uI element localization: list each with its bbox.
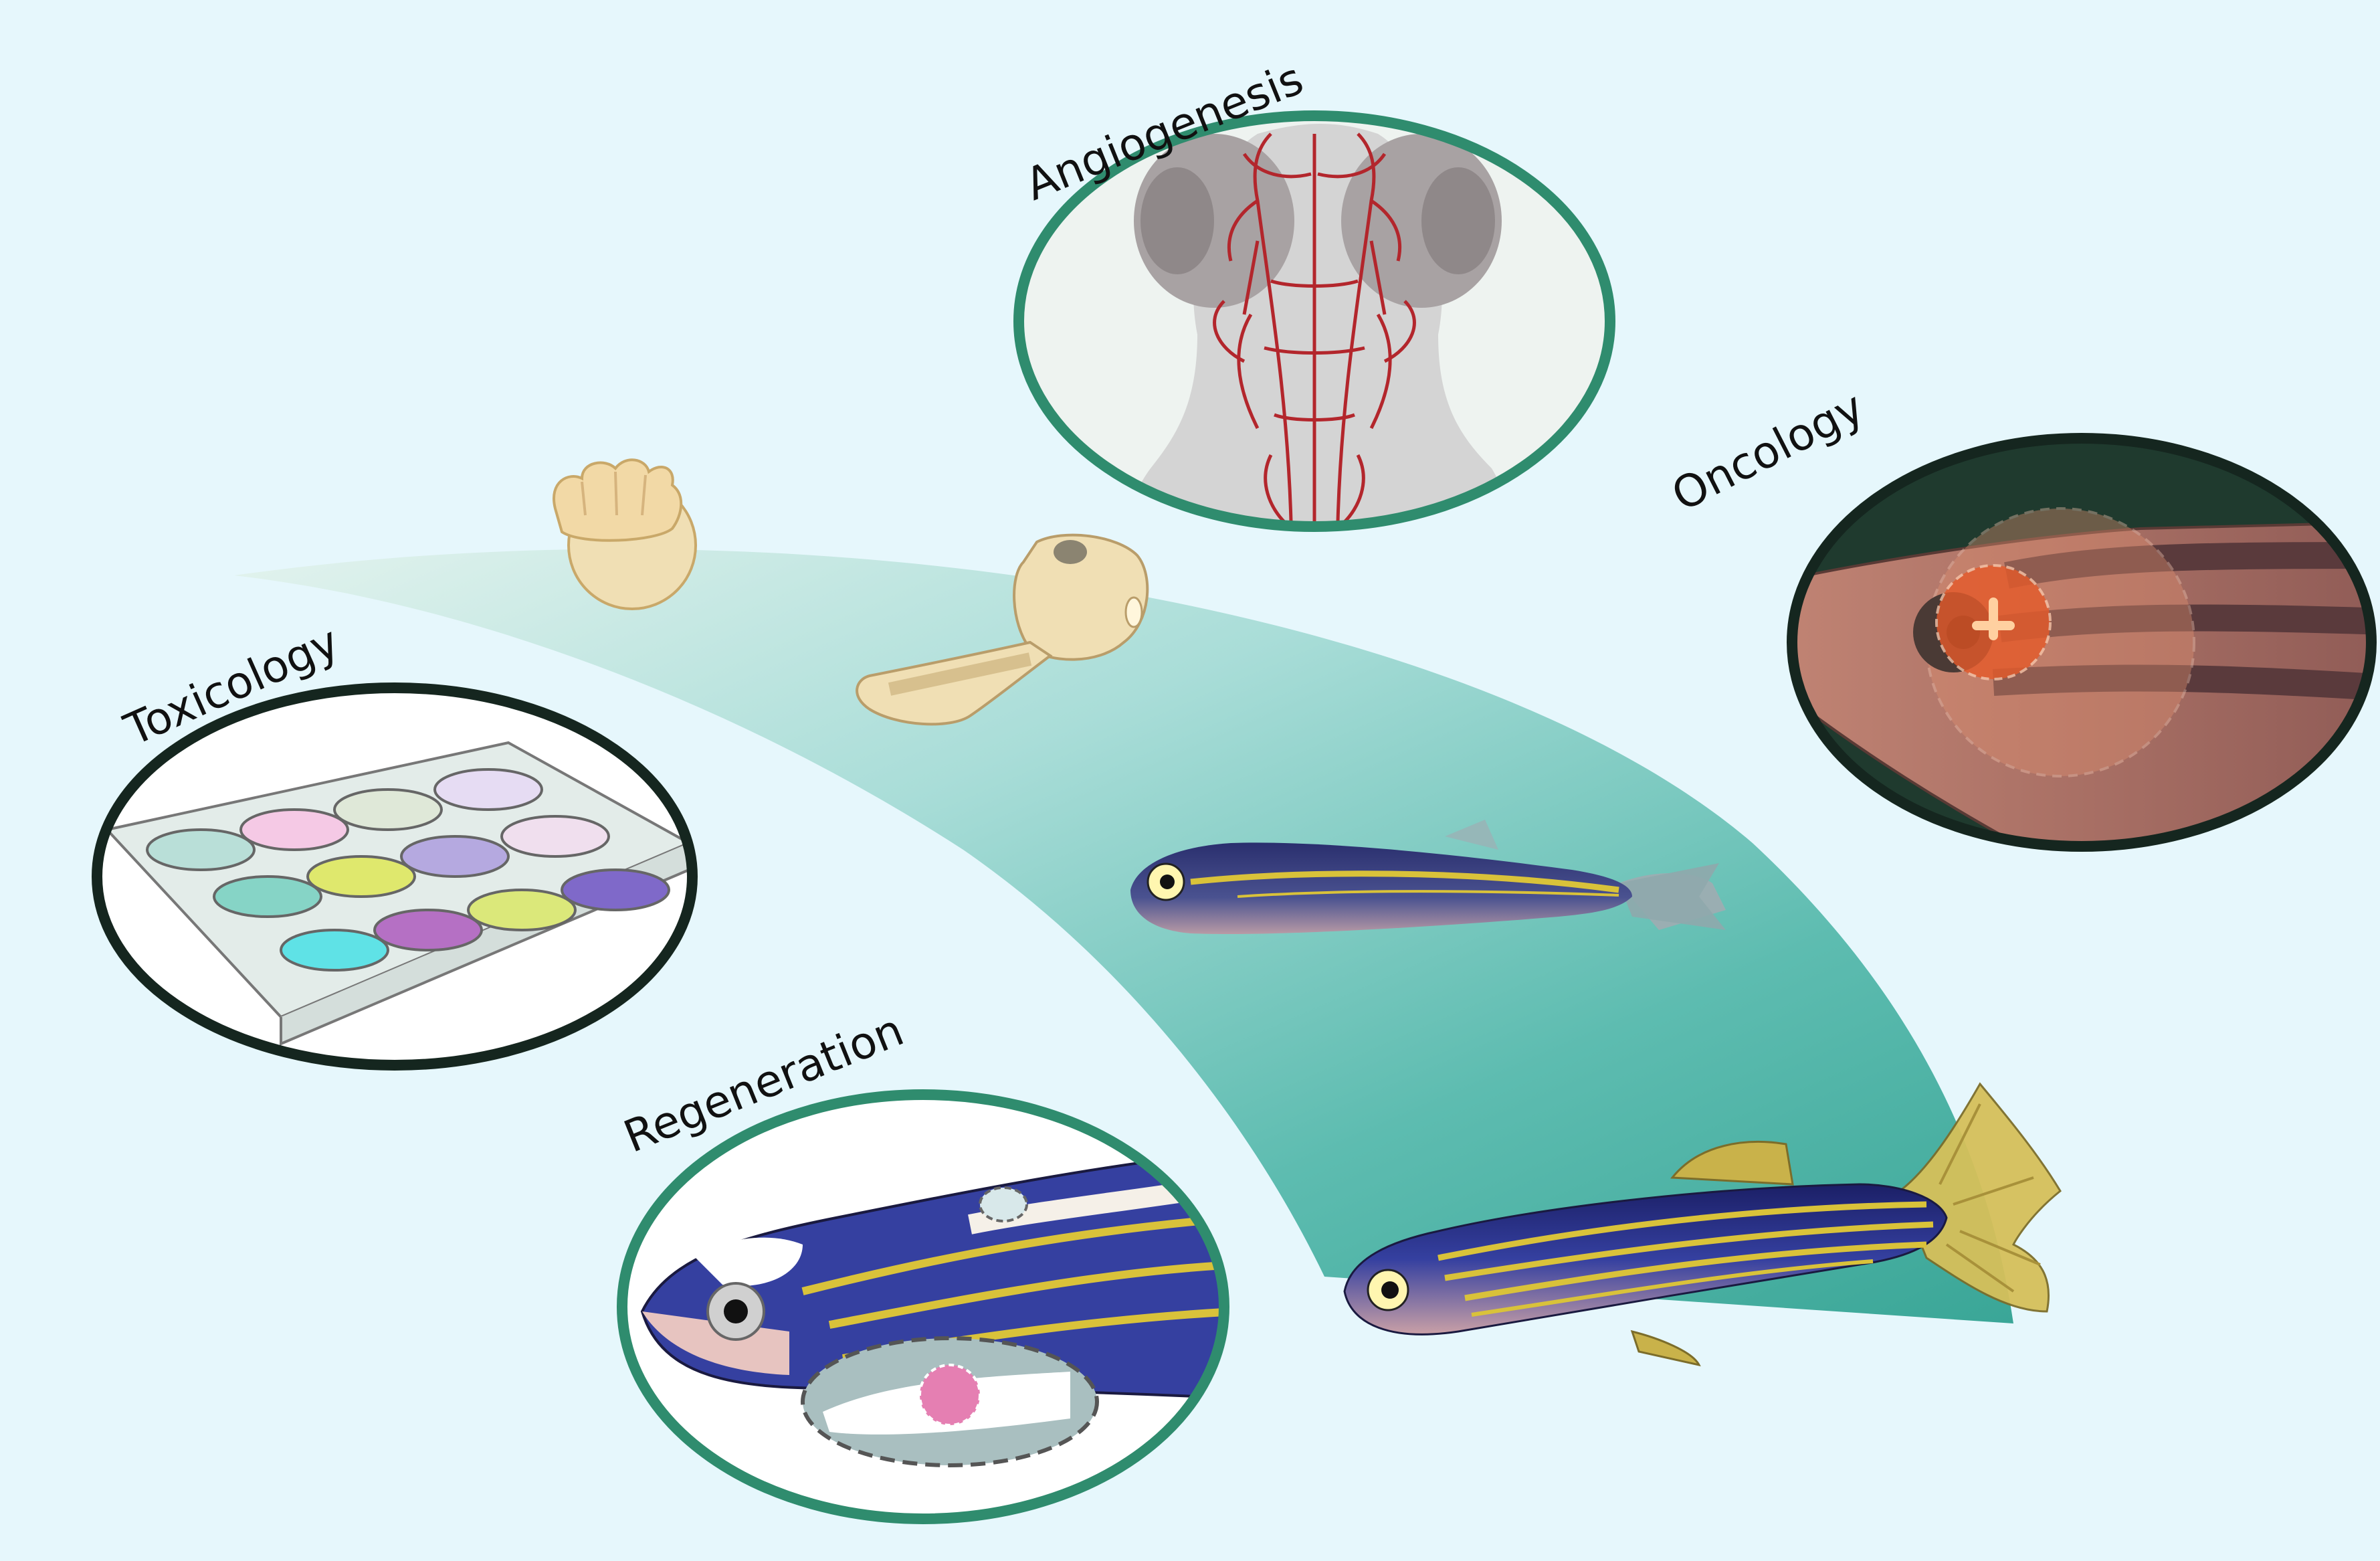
oncology-ring (1787, 433, 2377, 852)
development-arc (234, 549, 2013, 1324)
oncology-panel (1787, 433, 2377, 852)
well-plate-icon (146, 768, 670, 972)
angiogenesis-ring (1013, 110, 1615, 532)
regeneration-panel (617, 1089, 1229, 1524)
zebrafish-larva-icon (856, 533, 1149, 726)
angiogenesis-panel (1013, 110, 1615, 532)
label-oncology: Oncology (1664, 381, 1872, 521)
regeneration-ring (617, 1089, 1229, 1524)
toxicology-ring (92, 682, 698, 1071)
vessel-network (1213, 132, 1416, 523)
zebrafish-embryo-icon (553, 458, 697, 610)
adult-zebrafish-icon (1343, 1082, 2062, 1367)
juvenile-zebrafish-icon (1130, 820, 1726, 934)
toxicology-panel (92, 682, 698, 1071)
